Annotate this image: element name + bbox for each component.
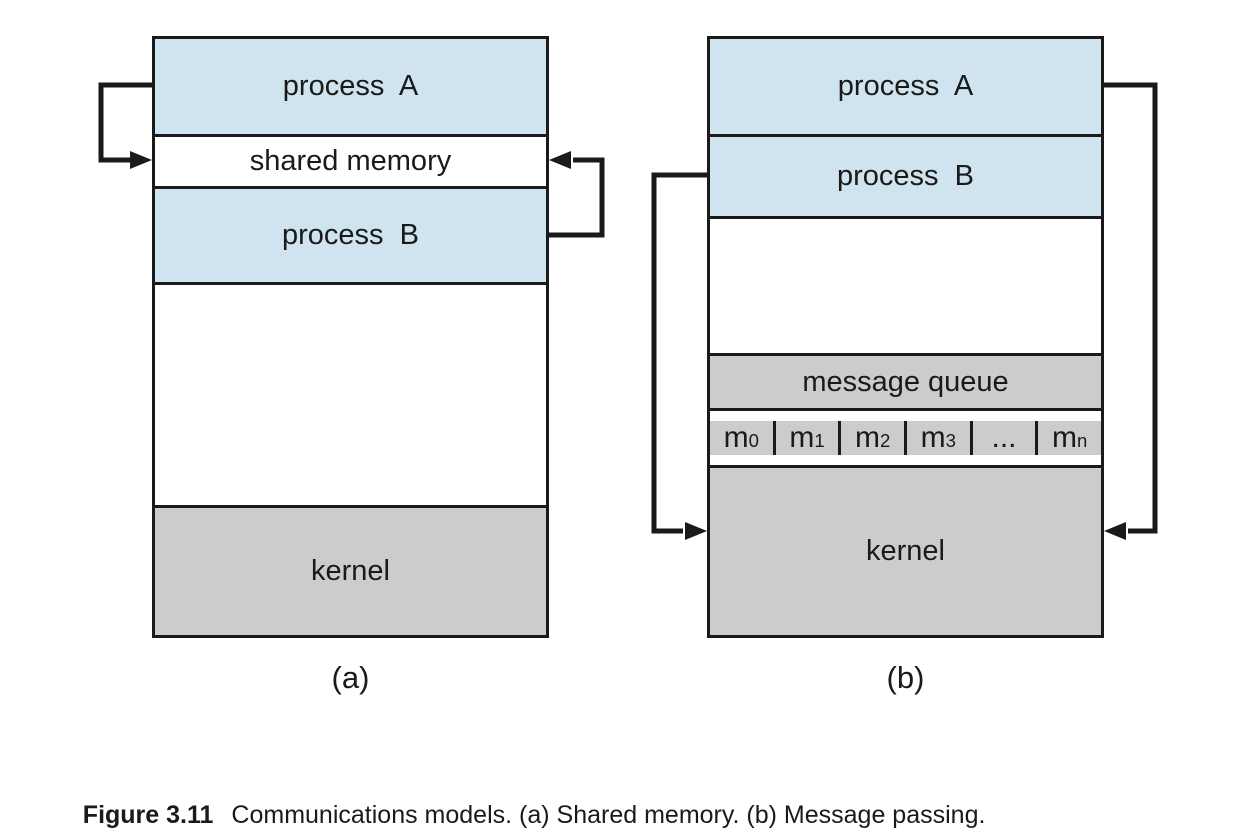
queue-cell-label: ...	[991, 421, 1017, 454]
subfigure-a-label: (a)	[331, 660, 370, 695]
process-a-box: process A	[155, 39, 546, 137]
arrow-process-a-to-shared-memory	[98, 82, 152, 169]
process-b-label: process B	[837, 160, 974, 192]
kernel-box: kernel	[155, 508, 546, 635]
figure-caption: Figure 3.11 Communications models. (a) Sh…	[55, 772, 986, 834]
kernel-label: kernel	[866, 535, 945, 567]
shared-memory-label: shared memory	[249, 145, 452, 177]
queue-cell-label: m	[854, 421, 880, 454]
process-a-box: process A	[710, 39, 1101, 137]
empty-user-space-box	[710, 219, 1101, 353]
subfigure-b-label: (b)	[886, 660, 925, 695]
arrow-process-b-to-shared-memory	[549, 151, 605, 238]
empty-user-space-box	[155, 285, 546, 508]
kernel-box: kernel	[710, 468, 1101, 635]
process-b-box: process B	[710, 137, 1101, 219]
queue-cell-label: m	[723, 421, 749, 454]
process-a-label: process A	[837, 70, 974, 102]
queue-cell-label: m	[1052, 421, 1077, 454]
message-queue-box: message queue	[710, 353, 1101, 411]
kernel-label: kernel	[311, 555, 390, 587]
arrow-process-a-to-message-queue	[1104, 82, 1158, 540]
shared-memory-diagram: process A shared memory process B kernel	[152, 36, 549, 638]
figure-number: Figure 3.11	[82, 801, 214, 829]
queue-cell-ellipsis: ...	[972, 421, 1039, 455]
shared-memory-box: shared memory	[155, 137, 546, 189]
message-queue-label: message queue	[802, 365, 1009, 398]
process-b-box: process B	[155, 189, 546, 285]
process-b-label: process B	[282, 219, 419, 251]
queue-cell-label: m	[920, 421, 946, 454]
arrow-process-b-to-message-queue	[651, 172, 707, 540]
figure-caption-text: Communications models. (a) Shared memory…	[231, 801, 986, 829]
process-a-label: process A	[282, 70, 419, 102]
queue-cell-label: m	[789, 421, 815, 454]
